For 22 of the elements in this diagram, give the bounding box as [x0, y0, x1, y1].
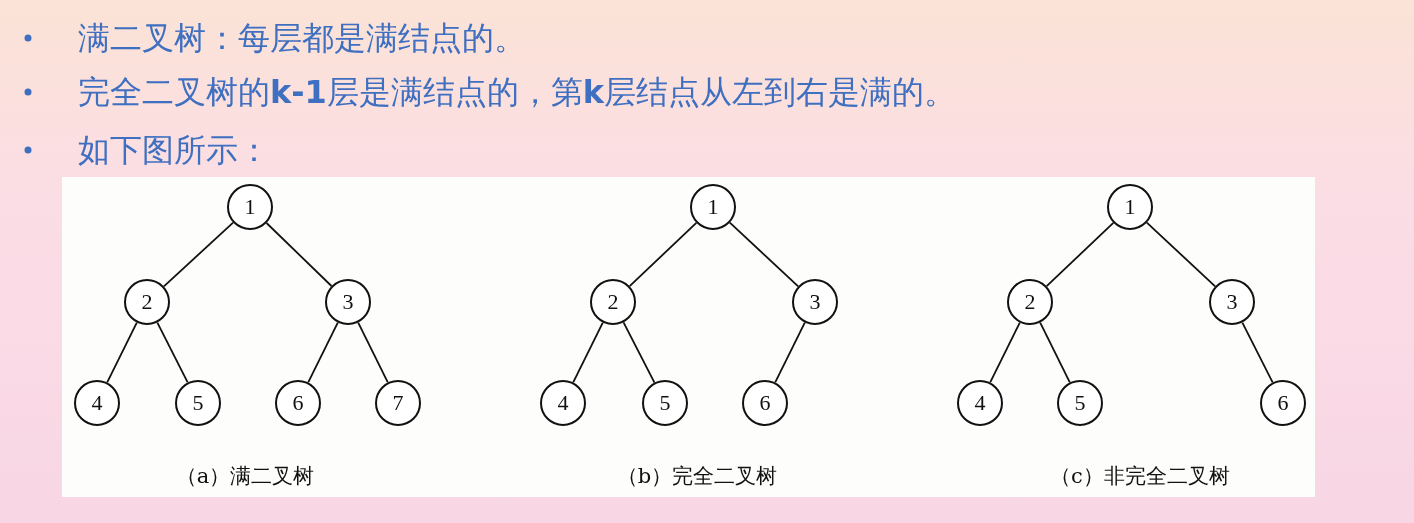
tree-edge — [1045, 221, 1115, 288]
tree-edge — [156, 321, 189, 384]
tree-edge — [1039, 321, 1071, 384]
tree-edge — [106, 321, 138, 384]
tree-edge — [622, 321, 656, 384]
tree-edge — [265, 222, 333, 287]
figure-caption: （b）完全二叉树 — [616, 463, 778, 490]
bullet-text: 满二叉树：每层都是满结点的。 — [78, 18, 526, 58]
tree-edge — [572, 321, 604, 384]
tree-edge — [1241, 321, 1274, 384]
tree-edge — [357, 321, 389, 384]
tree-edge — [307, 321, 339, 384]
tree-edge — [774, 321, 806, 384]
figure-caption: （c）非完全二叉树 — [1050, 463, 1230, 490]
tree-edge — [989, 321, 1021, 384]
bullet-text: 如下图所示： — [78, 130, 270, 170]
figure-caption: （a）满二叉树 — [175, 463, 315, 490]
tree-edge — [163, 221, 234, 288]
tree-edge — [728, 221, 800, 288]
tree-edge — [628, 221, 698, 288]
bullet-text: 完全二叉树的k-1层是满结点的，第k层结点从左到右是满的。 — [78, 72, 957, 112]
tree-edge — [1145, 221, 1217, 288]
